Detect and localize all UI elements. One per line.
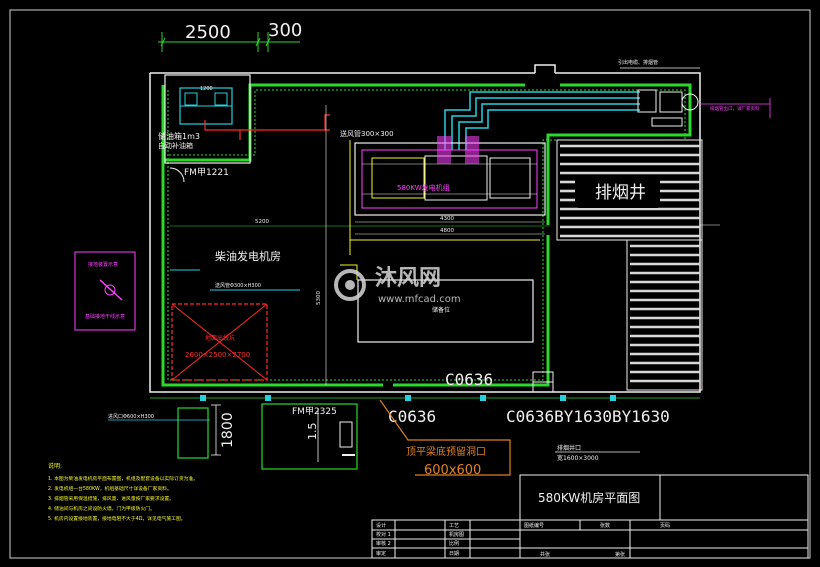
door-fm-bottom: FM甲2325 [292, 406, 337, 417]
tb-cell: 机房图 [449, 531, 464, 538]
roof-opening-label: 顶平梁底预留洞口 [406, 445, 486, 458]
drawing-title: 580KW机房平面图 [538, 490, 640, 505]
tb-field: 张数 [600, 522, 610, 529]
tb-cell: 日期 [449, 551, 459, 557]
storage-area [357, 279, 534, 343]
tb-cell: 校对 1 [376, 531, 391, 538]
dim-5300: 5300 [316, 291, 322, 305]
pit-label: 地面出线坑 [205, 334, 235, 342]
watermark-brand: 沐风网 [375, 266, 441, 291]
shaft-size: 宽1600×3000 [557, 454, 599, 462]
door-fm-top: FM甲1221 [184, 167, 229, 178]
dim-4800: 4800 [440, 228, 454, 234]
tb-cell: 比例 [449, 540, 459, 547]
duct-top-label: 送风管300×300 [340, 129, 394, 138]
smoke-shaft: 排烟井 [556, 139, 703, 391]
dim-1800: 1800 [220, 412, 236, 448]
watermark: 沐风网 www.mfcad.com [334, 266, 461, 305]
notes-line: 5. 机房内设置接地装置，接地电阻不大于4Ω，详见电气施工图。 [48, 515, 186, 522]
generator-label: 580KW发电机组 [397, 183, 450, 192]
grounding-detail: 接地装置示意 基础接地干线示意 [74, 251, 136, 331]
generator-set: 580KW发电机组 [354, 136, 546, 216]
window-c0636-long: C0636BY1630BY1630 [506, 407, 670, 426]
detail-title: 接地装置示意 [88, 261, 118, 268]
tb-field: 第张 [615, 551, 625, 558]
tb-cell: 设计 [376, 522, 386, 529]
dim-1-5: 1.5 [306, 423, 319, 441]
oil-tank-sub: 自动补油箱 [158, 141, 193, 150]
tb-field: 共张 [540, 551, 550, 558]
dim-5200: 5200 [255, 219, 269, 225]
window-c0636-outer: C0636 [388, 407, 436, 426]
title-block [371, 474, 809, 559]
notes-line: 3. 排烟管采用保温措施，排风量、进风量按厂家要求设置。 [48, 495, 174, 502]
smoke-shaft-label: 排烟井 [595, 183, 646, 203]
oil-tank-label: 储油箱1m3 [158, 131, 200, 141]
floor-pit: 地面出线坑 2600×2500×2700 [171, 303, 268, 381]
tb-cell: 审定 [376, 550, 386, 557]
notes-line: 4. 储油间与机房之间设防火墙，门为甲级防火门。 [48, 505, 155, 512]
outdoor-note: 引出电缆、排烟管 [618, 59, 658, 66]
notes-block: 说明: 1. 本图为柴油发电机房平面布置图，机组及配套设备以实际订货为准。 2.… [48, 462, 198, 522]
room-main-label: 柴油发电机房 [215, 249, 281, 263]
pit-size: 2600×2500×2700 [185, 351, 250, 359]
roof-opening-size: 600x600 [424, 463, 481, 478]
roof-opening [379, 399, 511, 476]
svg-text:1200: 1200 [200, 86, 213, 92]
shaft-note: 排烟井口 [557, 444, 581, 452]
dim-2500: 2500 [185, 22, 231, 43]
tb-cell: 工艺 [449, 523, 459, 529]
duct-mid-label: 送风管Φ300×H300 [215, 282, 261, 289]
tb-cell: 审核 2 [376, 540, 391, 547]
tb-field: 图纸编号 [524, 522, 544, 529]
oil-tank-room [164, 74, 251, 164]
storage-label: 储备位 [432, 306, 450, 314]
dim-4300: 4300 [440, 216, 454, 222]
window-c0636-inner: C0636 [445, 370, 493, 389]
inlet-note: 进风口Φ600×H300 [108, 413, 154, 420]
watermark-url: www.mfcad.com [378, 294, 461, 305]
notes-line: 1. 本图为柴油发电机房平面布置图，机组及配套设备以实际订货为准。 [48, 475, 198, 482]
dim-300: 300 [268, 20, 302, 41]
notes-line: 2. 发电机组一台580KW，机组基础尺寸详设备厂家资料。 [48, 485, 172, 492]
tb-field: 页码 [660, 522, 670, 529]
detail-sub: 基础接地干线示意 [85, 313, 125, 320]
notes-heading: 说明: [48, 462, 62, 470]
top-dimension-group: 2500 300 [158, 20, 302, 52]
svg-text:排烟管出口，详厂家资料: 排烟管出口，详厂家资料 [710, 105, 760, 112]
exhaust-pipes [444, 91, 640, 150]
